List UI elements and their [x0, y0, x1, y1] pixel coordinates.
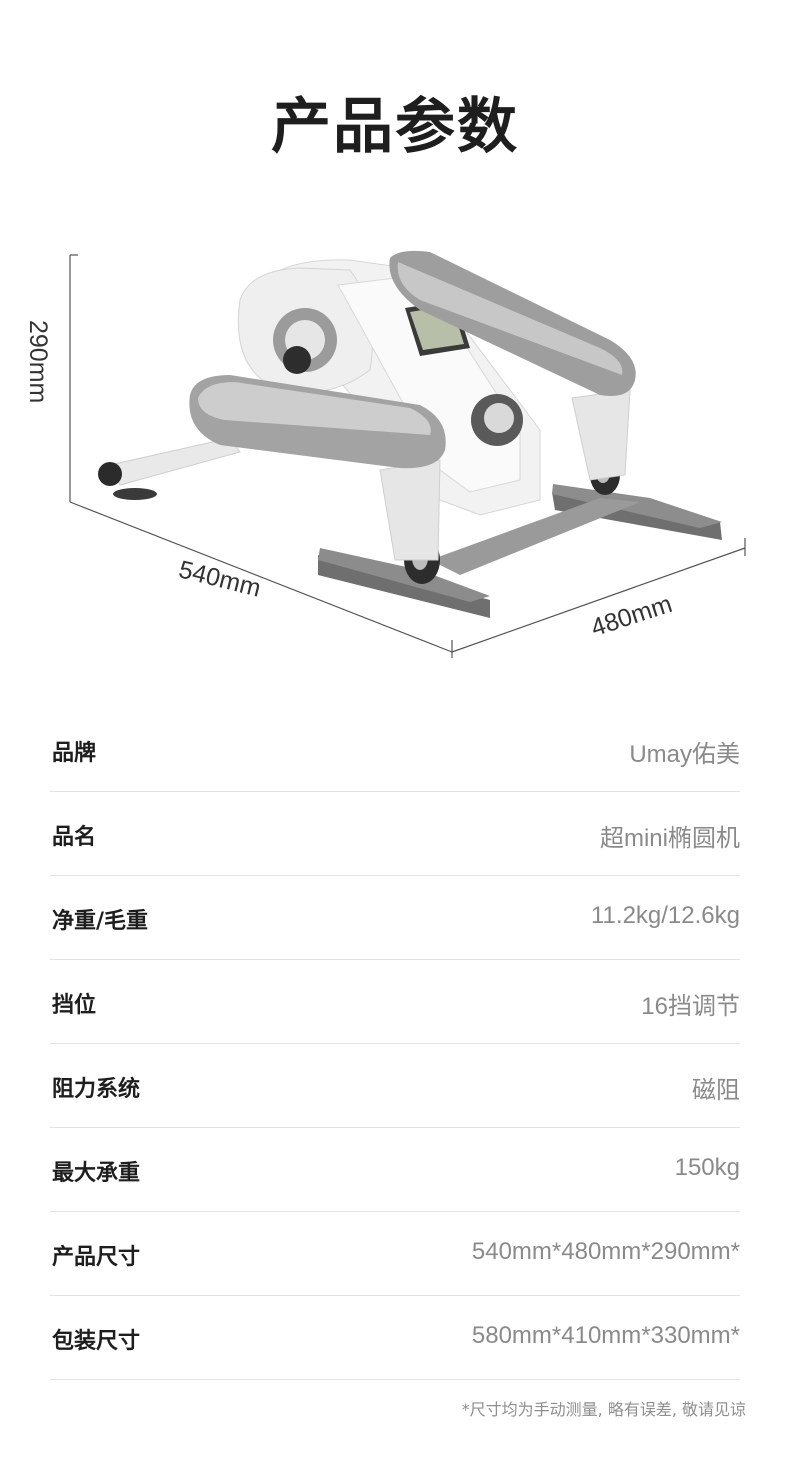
- spec-row-product-name: 品名 超mini椭圆机: [50, 792, 740, 876]
- elliptical-machine-illustration: [69, 250, 746, 658]
- spec-value: 150kg: [674, 1154, 740, 1181]
- spec-value: 超mini椭圆机: [599, 825, 740, 852]
- height-dimension-label: 290mm: [24, 320, 52, 404]
- spec-row-product-size: 产品尺寸 540mm*480mm*290mm*: [50, 1212, 740, 1296]
- spec-label: 挡位: [52, 993, 97, 1018]
- spec-label: 品牌: [52, 741, 97, 766]
- spec-row-weight: 净重/毛重 11.2kg/12.6kg: [50, 876, 740, 960]
- spec-label: 净重/毛重: [52, 909, 149, 934]
- front-pedal: [189, 375, 446, 469]
- spec-label: 最大承重: [52, 1161, 141, 1186]
- spec-row-levels: 挡位 16挡调节: [50, 960, 740, 1044]
- spec-label: 产品尺寸: [52, 1245, 141, 1270]
- page-title: 产品参数: [271, 92, 519, 162]
- spec-value: 16挡调节: [641, 993, 740, 1020]
- spec-row-brand: 品牌 Umay佑美: [50, 708, 740, 792]
- spec-label: 品名: [52, 825, 97, 850]
- spec-row-max-load: 最大承重 150kg: [50, 1128, 740, 1212]
- spec-value: Umay佑美: [629, 741, 740, 768]
- dimension-lines: [69, 254, 746, 658]
- product-figure: 290mm 540mm 480mm: [0, 230, 790, 670]
- spec-label: 包装尺寸: [52, 1329, 141, 1354]
- spec-value: 磁阻: [692, 1077, 740, 1104]
- rear-pedal: [389, 250, 636, 396]
- spec-value: 580mm*410mm*330mm*: [471, 1322, 740, 1349]
- spec-value: 540mm*480mm*290mm*: [471, 1238, 740, 1265]
- spec-label: 阻力系统: [52, 1077, 141, 1102]
- footnote: *尺寸均为手动测量, 略有误差, 敬请见谅: [461, 1400, 746, 1419]
- spec-table: 品牌 Umay佑美 品名 超mini椭圆机 净重/毛重 11.2kg/12.6k…: [50, 708, 740, 1380]
- base-frame: [98, 437, 722, 618]
- spec-row-package-size: 包装尺寸 580mm*410mm*330mm*: [50, 1296, 740, 1380]
- spec-value: 11.2kg/12.6kg: [590, 902, 740, 929]
- spec-row-resistance: 阻力系统 磁阻: [50, 1044, 740, 1128]
